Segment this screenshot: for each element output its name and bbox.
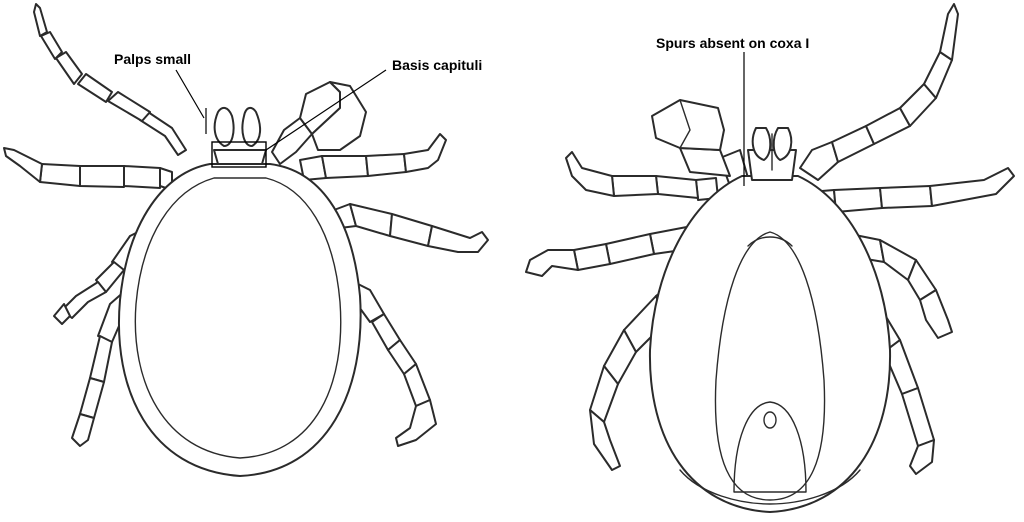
leg-1-right — [272, 82, 366, 164]
dorsal-capitulum — [214, 108, 266, 164]
leg-4-right — [354, 282, 436, 446]
leg-3-right — [334, 204, 488, 252]
basis-label: Basis capituli — [392, 57, 482, 73]
vleg-1-right — [800, 4, 958, 180]
leg-2-left — [4, 148, 172, 190]
ventral-body — [650, 176, 890, 512]
vleg-2-right — [810, 168, 1014, 212]
vleg-1-left — [652, 100, 748, 186]
leg-4-left — [72, 290, 126, 446]
palps-pointer — [176, 70, 204, 118]
palps-label: Palps small — [114, 51, 191, 67]
ventral-view: Spurs absent on coxa I — [526, 4, 1014, 512]
ventral-capitulum — [748, 128, 796, 180]
spurs-label: Spurs absent on coxa I — [656, 35, 809, 51]
leg-1-left — [34, 4, 186, 155]
dorsal-body — [119, 164, 361, 476]
dorsal-view: Palps small Basis capituli — [4, 4, 488, 476]
